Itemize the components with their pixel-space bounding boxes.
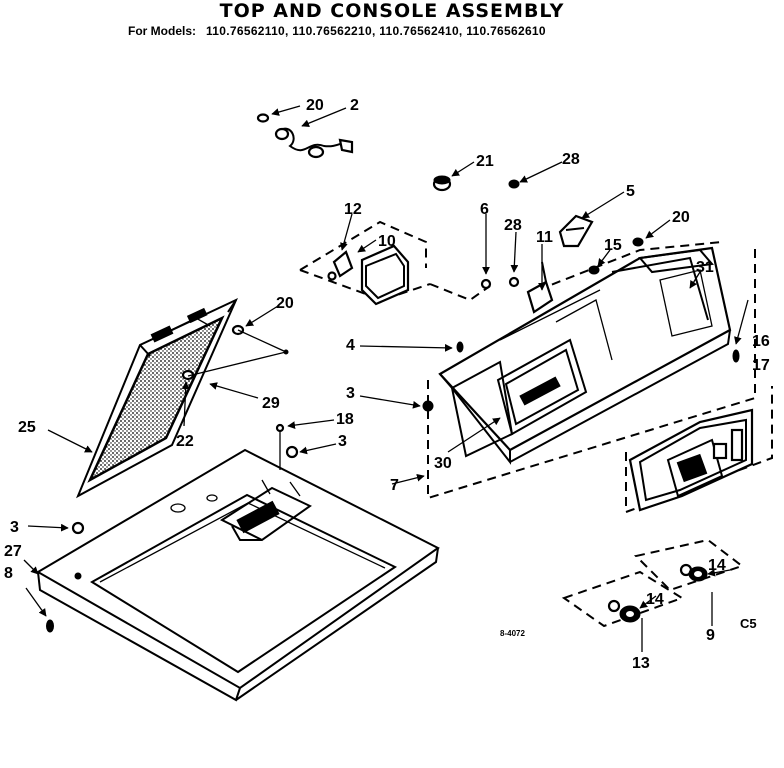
page-title: TOP AND CONSOLE ASSEMBLY <box>219 0 565 22</box>
callout-17: 17 <box>752 357 770 374</box>
timer <box>558 214 594 248</box>
callout-31: 31 <box>696 259 714 276</box>
callout-3: 3 <box>10 519 19 536</box>
model-list-prefix: For Models: <box>128 24 196 38</box>
knob-kit-13 <box>561 570 685 628</box>
hinge-bracket <box>219 479 312 542</box>
callout-14: 14 <box>708 557 726 574</box>
diagram-code: 8-4072 <box>500 629 525 638</box>
callout-22: 22 <box>176 433 194 450</box>
callout-14: 14 <box>646 591 664 608</box>
model-list: For Models: 110.76562110, 110.76562210, 1… <box>128 24 546 38</box>
callout-25: 25 <box>18 419 36 436</box>
leader-lines <box>23 105 749 652</box>
callout-3: 3 <box>338 433 347 450</box>
corner-code: C5 <box>740 616 757 631</box>
callout-3: 3 <box>346 385 355 402</box>
bracket <box>526 261 554 314</box>
callout-29: 29 <box>262 395 280 412</box>
top-hole <box>170 503 186 513</box>
callout-8: 8 <box>4 565 13 582</box>
screws <box>46 113 740 633</box>
callout-28: 28 <box>562 151 580 168</box>
top-panel <box>36 448 440 702</box>
callout-5: 5 <box>626 183 635 200</box>
callout-12: 12 <box>344 201 362 218</box>
callout-20: 20 <box>672 209 690 226</box>
callout-2: 2 <box>350 97 359 114</box>
lid <box>76 297 238 499</box>
callout-16: 16 <box>752 333 770 350</box>
callout-15: 15 <box>604 237 622 254</box>
callout-11: 11 <box>536 229 553 246</box>
callout-20: 20 <box>276 295 294 312</box>
callout-28: 28 <box>504 217 522 234</box>
switch-assembly <box>327 244 410 306</box>
callout-7: 7 <box>390 477 399 494</box>
console-group-outline <box>299 220 756 500</box>
knob-kit-9 <box>634 538 745 592</box>
console-panel <box>438 246 732 465</box>
callout-6: 6 <box>480 201 489 218</box>
callout-10: 10 <box>378 233 396 250</box>
callout-21: 21 <box>476 153 494 170</box>
wire-harness <box>274 127 354 159</box>
callout-13: 13 <box>632 655 650 672</box>
control-panel-insert <box>625 386 773 514</box>
callout-4: 4 <box>346 337 355 354</box>
callout-9: 9 <box>706 627 715 644</box>
callout-labels: 20 2 21 28 5 12 10 6 28 11 20 15 31 20 4… <box>4 97 770 672</box>
model-numbers: 110.76562110, 110.76562210, 110.76562410… <box>206 24 546 38</box>
knob <box>432 175 452 192</box>
callout-30: 30 <box>434 455 452 472</box>
callout-18: 18 <box>336 411 354 428</box>
callout-20: 20 <box>306 97 324 114</box>
callout-27: 27 <box>4 543 22 560</box>
